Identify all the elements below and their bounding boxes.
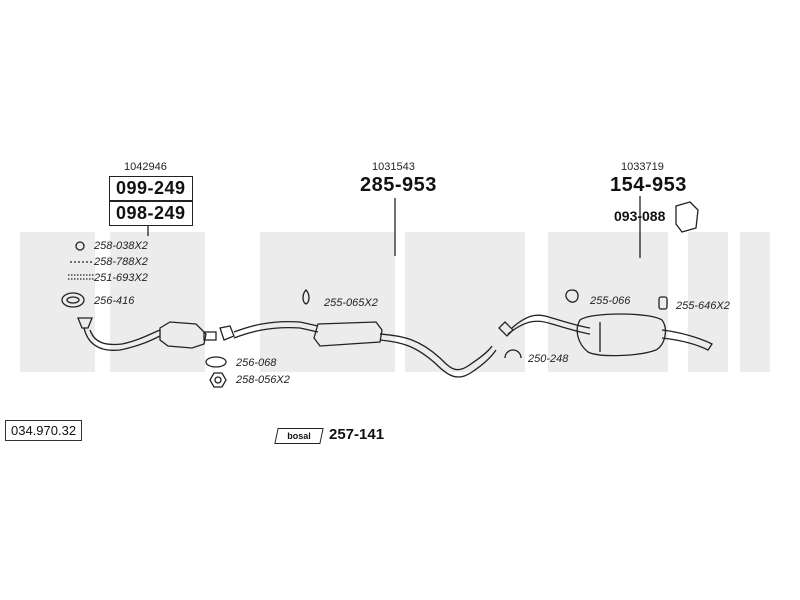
accessory-label: 258-056X2 [236, 374, 290, 386]
rear-catalog-number: 1033719 [621, 161, 664, 173]
front-flange [77, 317, 93, 329]
middle-silencer [313, 321, 383, 347]
accessory-label: 258-788X2 [94, 256, 148, 268]
rear-inlet [498, 321, 514, 337]
watermark-block [260, 232, 395, 372]
accessory-label: 256-068 [236, 357, 277, 369]
watermark-block [405, 232, 525, 372]
accessory-label: 250-248 [528, 353, 569, 365]
brand-logo: bosal [274, 428, 324, 444]
watermark-block [740, 232, 770, 372]
front-part-b: 098-249 [109, 201, 193, 226]
accessory-label: 251-693X2 [94, 272, 148, 284]
mounting-kit-part: 257-141 [329, 426, 385, 443]
middle-part: 285-953 [360, 174, 437, 196]
front-catalog-number: 1042946 [124, 161, 167, 173]
accessory-label: 255-065X2 [324, 297, 378, 309]
flange-gasket-icon [205, 356, 227, 368]
clamp-icon [302, 289, 310, 305]
catalytic-converter [159, 321, 207, 349]
watermark-block [548, 232, 668, 372]
u-clamp-icon [504, 349, 522, 359]
accessory-label: 255-646X2 [676, 300, 730, 312]
watermark-block [688, 232, 728, 372]
front-part-a: 099-249 [109, 176, 193, 201]
middle-catalog-number: 1031543 [372, 161, 415, 173]
rear-hanger-part: 093-088 [614, 208, 666, 224]
accessory-label: 256-416 [94, 295, 135, 307]
spring-icon [68, 274, 94, 280]
brand-logo-text: bosal [287, 431, 311, 441]
watermark-block [20, 232, 95, 372]
rubber-ring-icon [658, 296, 668, 310]
rear-part: 154-953 [610, 174, 687, 196]
front-pipe [83, 327, 161, 351]
document-reference: 034.970.32 [5, 420, 83, 441]
rear-silencer [576, 313, 667, 357]
nut-icon [75, 241, 85, 251]
accessory-label: 255-066 [590, 295, 631, 307]
rubber-mount-icon [565, 289, 579, 303]
middle-flange [219, 325, 235, 341]
hex-nut-icon [209, 372, 227, 388]
gasket-ring-icon [61, 292, 85, 308]
hanger-bracket-icon [675, 201, 699, 233]
accessory-label: 258-038X2 [94, 240, 148, 252]
